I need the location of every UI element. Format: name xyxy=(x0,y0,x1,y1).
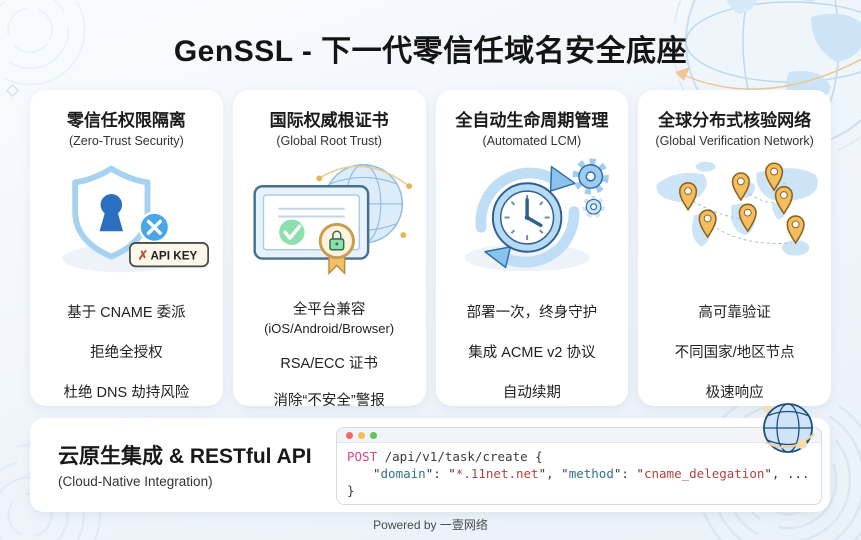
feature-point: 全平台兼容 xyxy=(292,302,366,318)
feature-point-sub: (iOS/Android/Browser) xyxy=(264,321,395,336)
card-title: 零信任权限隔离 xyxy=(66,111,186,130)
card-verification-network: 全球分布式核验网络 (Global Verification Network) xyxy=(638,90,831,406)
code-snippet: POST /api/v1/task/create { "domain": "*.1… xyxy=(337,443,821,504)
feature-point: 消除“不安全”警报 xyxy=(273,393,385,409)
feature-point: 部署一次，终身守护 xyxy=(466,305,598,321)
card-points: 部署一次，终身守护 集成 ACME v2 协议 自动续期 xyxy=(442,301,623,402)
shield-api-key-icon: ✗ API KEY xyxy=(36,154,217,282)
card-points: 基于 CNAME 委派 拒绝全授权 杜绝 DNS 劫持风险 xyxy=(36,301,217,402)
diamond-decoration-icon xyxy=(6,84,19,97)
card-title: 国际权威根证书 xyxy=(269,111,389,130)
bottom-card-title: 云原生集成 & RESTful API xyxy=(58,445,312,468)
card-subtitle: (Automated LCM) xyxy=(482,134,582,148)
card-zero-trust: 零信任权限隔离 (Zero-Trust Security) ✗ API KEY … xyxy=(30,90,223,406)
code-window-titlebar xyxy=(337,428,821,443)
feature-point: 杜绝 DNS 劫持风险 xyxy=(63,385,190,401)
page-title: GenSSL - 下一代零信任域名安全底座 xyxy=(173,35,688,68)
card-points: 全平台兼容 (iOS/Android/Browser) RSA/ECC 证书 消… xyxy=(239,298,420,410)
code-line-2: "domain": "*.11net.net", "method": "cnam… xyxy=(373,466,810,481)
clock-cycle-gears-icon xyxy=(442,154,623,282)
traffic-light-green-icon xyxy=(370,431,377,439)
location-pins xyxy=(678,162,805,245)
api-key-badge-label: API KEY xyxy=(151,250,198,263)
badge-cross-icon: ✗ xyxy=(138,248,149,263)
feature-point: 不同国家/地区节点 xyxy=(674,345,795,361)
certificate-globe-icon xyxy=(239,154,420,282)
feature-point: 集成 ACME v2 协议 xyxy=(468,345,596,361)
powered-by-text: Powered by 一壹网络 xyxy=(373,518,488,532)
traffic-light-yellow-icon xyxy=(358,431,365,439)
card-automated-lcm: 全自动生命周期管理 (Automated LCM) xyxy=(435,90,629,406)
http-method: POST xyxy=(347,449,378,464)
card-subtitle: (Zero-Trust Security) xyxy=(68,134,184,148)
feature-point: 自动续期 xyxy=(502,385,561,401)
card-subtitle: (Global Verification Network) xyxy=(655,134,814,148)
feature-point: 极速响应 xyxy=(705,385,764,401)
feature-cards-row: 零信任权限隔离 (Zero-Trust Security) ✗ API KEY … xyxy=(30,90,831,409)
card-subtitle: (Global Root Trust) xyxy=(276,134,382,148)
code-window: POST /api/v1/task/create { "domain": "*.1… xyxy=(336,427,822,505)
card-root-trust: 国际权威根证书 (Global Root Trust) xyxy=(232,90,426,409)
feature-point: RSA/ECC 证书 xyxy=(280,356,378,372)
feature-point: 基于 CNAME 委派 xyxy=(67,305,186,321)
feature-point: 拒绝全授权 xyxy=(90,345,163,361)
bottom-card-subtitle: (Cloud-Native Integration) xyxy=(58,474,213,489)
card-cloud-native-api: 云原生集成 & RESTful API (Cloud-Native Integr… xyxy=(30,418,830,512)
card-title: 全自动生命周期管理 xyxy=(455,111,609,130)
code-line-3: } xyxy=(347,483,355,498)
feature-point: 高可靠验证 xyxy=(698,305,771,321)
card-title: 全球分布式核验网络 xyxy=(658,111,812,130)
card-points: 高可靠验证 不同国家/地区节点 极速响应 xyxy=(644,301,825,402)
code-line-1: POST /api/v1/task/create { xyxy=(347,449,543,464)
traffic-light-red-icon xyxy=(346,431,353,439)
world-map-pins-icon xyxy=(644,154,825,282)
